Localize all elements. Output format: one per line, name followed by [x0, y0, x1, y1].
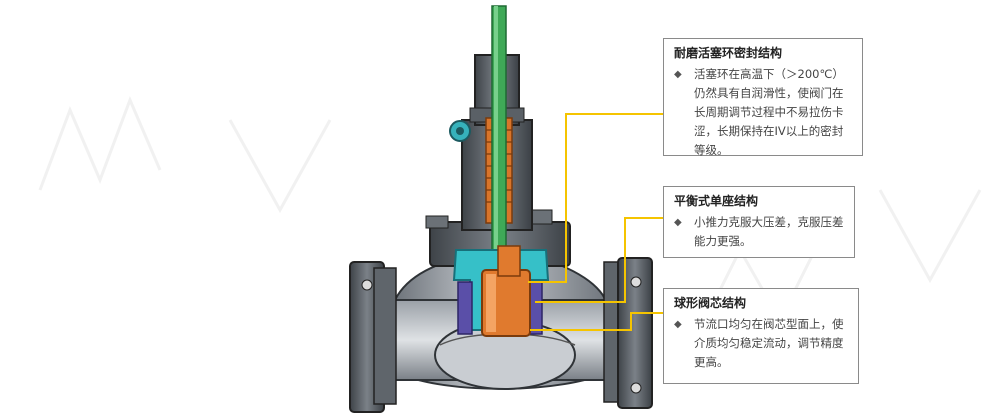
- leader-line-3: [530, 312, 663, 331]
- left-flange: [349, 261, 397, 413]
- diamond-bullet-icon: ◆: [674, 217, 682, 228]
- diamond-bullet-icon: ◆: [674, 319, 682, 330]
- right-flange: [603, 257, 653, 409]
- callout-text: 活塞环在高温下（＞200℃）仍然具有自润滑性，使阀门在长周期调节过程中不易拉伤卡…: [694, 67, 844, 157]
- spherical-plug: [481, 245, 531, 337]
- callout-spherical-plug: 球形阀芯结构 ◆ 节流口均匀在阀芯型面上，使介质均匀稳定流动，调节精度更高。: [663, 288, 859, 384]
- callout-piston-ring-seal: 耐磨活塞环密封结构 ◆ 活塞环在高温下（＞200℃）仍然具有自润滑性，使阀门在长…: [663, 38, 863, 157]
- diamond-bullet-icon: ◆: [674, 69, 682, 80]
- callout-title: 平衡式单座结构: [674, 194, 759, 208]
- lubricator-knob: [449, 120, 471, 142]
- callout-title: 耐磨活塞环密封结构: [674, 46, 783, 60]
- callout-text: 小推力克服大压差，克服压差能力更强。: [694, 215, 844, 248]
- callout-text: 节流口均匀在阀芯型面上，使介质均匀稳定流动，调节精度更高。: [694, 317, 844, 369]
- callout-title: 球形阀芯结构: [674, 296, 747, 310]
- leader-lines: [528, 113, 663, 331]
- callout-balanced-single-seat: 平衡式单座结构 ◆ 小推力克服大压差，克服压差能力更强。: [663, 186, 855, 258]
- leader-line-1: [528, 113, 663, 283]
- leader-line-2: [535, 217, 663, 303]
- valve-stem: [491, 5, 507, 269]
